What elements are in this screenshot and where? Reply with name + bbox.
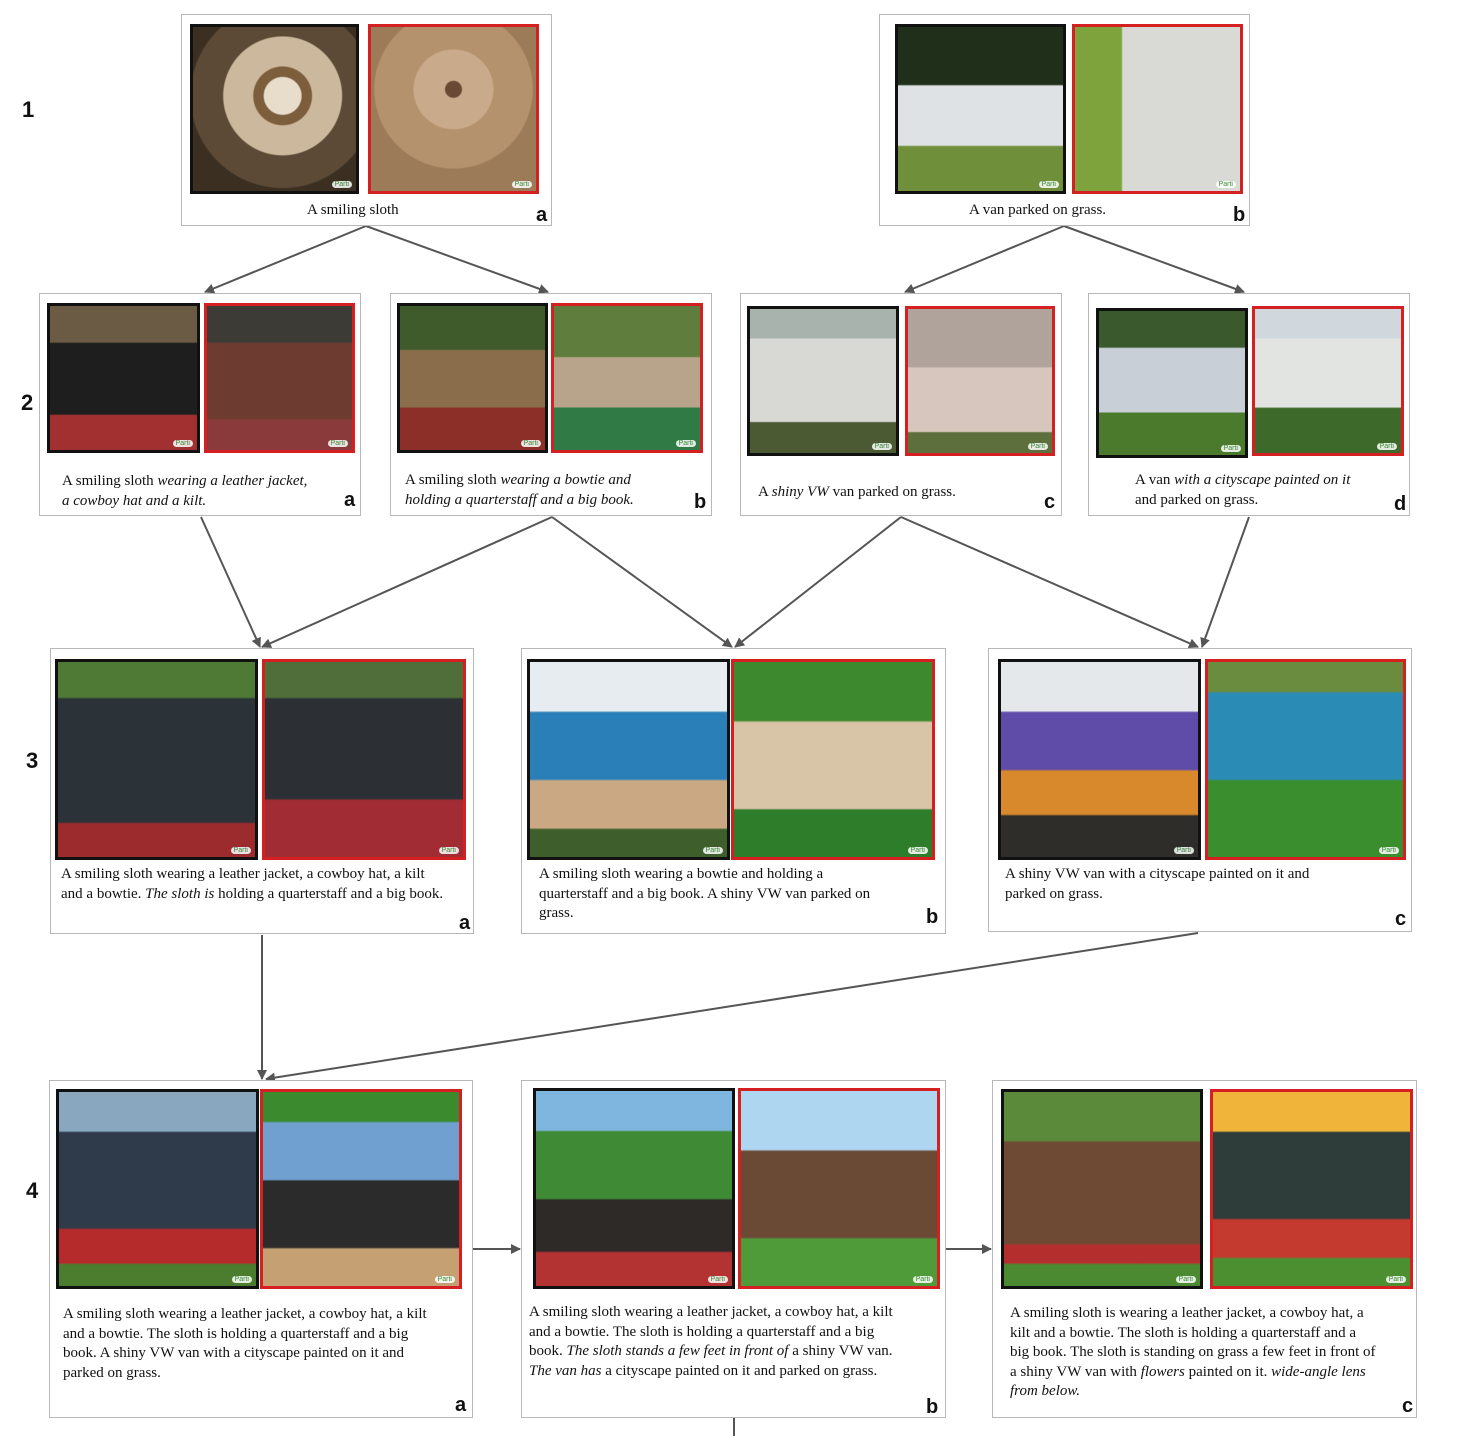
arrow-1a-2a <box>204 225 367 294</box>
image-vw-van-cityscape-2: Parti <box>1205 659 1406 860</box>
arrow-2b-3b <box>551 516 733 648</box>
image-sloth-full-scene-1: Parti <box>56 1089 259 1289</box>
panel-2a: Parti Parti A smiling sloth wearing a le… <box>39 293 361 516</box>
caption-1a: A smiling sloth <box>307 202 399 218</box>
panel-3a: Parti Parti A smiling sloth wearing a le… <box>50 648 474 934</box>
arrow-1a-2b <box>365 225 549 294</box>
image-van-cityscape-2: Parti <box>1252 306 1404 456</box>
arrow-2c-3c <box>900 516 1199 648</box>
panel-letter-2c: c <box>1044 491 1056 513</box>
panel-3c: Parti Parti A shiny VW van with a citysc… <box>988 648 1412 932</box>
image-sloth-flowers-van-1: Parti <box>1001 1089 1203 1289</box>
panel-letter-1b: b <box>1233 204 1246 226</box>
image-sloth-vw-van-1: Parti <box>527 659 730 860</box>
image-sloth-stands-front-van-1: Parti <box>533 1088 735 1289</box>
arrow-3c-4a <box>265 932 1199 1083</box>
panel-letter-3a: a <box>459 912 471 934</box>
caption-1b: A van parked on grass. <box>969 202 1107 218</box>
panel-2c: Parti Parti A shiny VW van parked on gra… <box>740 293 1062 516</box>
image-sloth-jacket-bowtie-1: Parti <box>55 659 258 860</box>
image-vw-van-2: Parti <box>905 306 1055 456</box>
caption-2a: A smiling sloth wearing a leather jacket… <box>62 473 308 509</box>
row-label-2: 2 <box>21 390 34 415</box>
image-sloth-bowtie-book-2: Parti <box>551 303 703 453</box>
image-van-cityscape-1: Parti <box>1096 308 1248 458</box>
panel-letter-2a: a <box>344 489 356 511</box>
panel-letter-2b: b <box>694 491 707 513</box>
panel-letter-4a: a <box>455 1394 467 1416</box>
arrow-2c-3b <box>734 516 902 648</box>
arrow-1b-2d <box>1063 225 1245 294</box>
caption-4a: A smiling sloth wearing a leather jacket… <box>63 1306 427 1381</box>
arrow-2b-3a <box>261 516 553 648</box>
image-sloth-leather-jacket-1: Parti <box>47 303 200 453</box>
image-vw-van-1: Parti <box>747 306 899 456</box>
caption-3c: A shiny VW van with a cityscape painted … <box>1005 866 1310 902</box>
row-label-1: 1 <box>22 97 35 122</box>
arrow-2a-3a <box>200 516 261 648</box>
image-van-grass-2: Parti <box>1072 24 1243 194</box>
image-sloth-stands-front-van-2: Parti <box>738 1088 940 1289</box>
caption-3a: A smiling sloth wearing a leather jacket… <box>61 866 444 902</box>
panel-letter-3b: b <box>926 906 939 928</box>
row-label-4: 4 <box>26 1178 39 1203</box>
panel-4b: Parti Parti A smiling sloth wearing a le… <box>521 1080 946 1418</box>
image-sloth-vw-van-2: Parti <box>731 659 935 860</box>
panel-letter-4b: b <box>926 1396 939 1418</box>
panel-1a: Parti Parti A smiling sloth a <box>181 14 552 226</box>
image-smiling-sloth-2: Parti <box>368 24 539 194</box>
image-van-grass-1: Parti <box>895 24 1066 194</box>
panel-letter-3c: c <box>1395 908 1407 930</box>
caption-3b: A smiling sloth wearing a bowtie and hol… <box>539 866 871 921</box>
image-sloth-bowtie-book-1: Parti <box>397 303 548 453</box>
caption-4b: A smiling sloth wearing a leather jacket… <box>529 1304 893 1379</box>
panel-4c: Parti Parti A smiling sloth is wearing a… <box>992 1080 1417 1418</box>
arrow-1b-2c <box>904 225 1065 294</box>
panel-letter-4c: c <box>1402 1395 1414 1417</box>
image-sloth-flowers-van-2: Parti <box>1210 1089 1413 1289</box>
image-sloth-full-scene-2: Parti <box>260 1089 462 1289</box>
panel-4a: Parti Parti A smiling sloth wearing a le… <box>49 1080 473 1418</box>
image-smiling-sloth-1: Parti <box>190 24 359 194</box>
panel-1b: Parti Parti A van parked on grass. b <box>879 14 1250 226</box>
panel-3b: Parti Parti A smiling sloth wearing a bo… <box>521 648 946 934</box>
caption-4c: A smiling sloth is wearing a leather jac… <box>1010 1305 1376 1399</box>
caption-2c: A shiny VW van parked on grass. <box>758 484 956 500</box>
panel-2b: Parti Parti A smiling sloth wearing a bo… <box>390 293 712 516</box>
image-sloth-jacket-bowtie-2: Parti <box>262 659 466 860</box>
panel-letter-1a: a <box>536 204 548 226</box>
image-sloth-leather-jacket-2: Parti <box>204 303 355 453</box>
panel-2d: Parti Parti A van with a cityscape paint… <box>1088 293 1410 516</box>
image-vw-van-cityscape-1: Parti <box>998 659 1201 860</box>
panel-letter-2d: d <box>1394 493 1407 515</box>
arrow-2d-3c <box>1200 516 1250 648</box>
row-label-3: 3 <box>26 748 39 773</box>
